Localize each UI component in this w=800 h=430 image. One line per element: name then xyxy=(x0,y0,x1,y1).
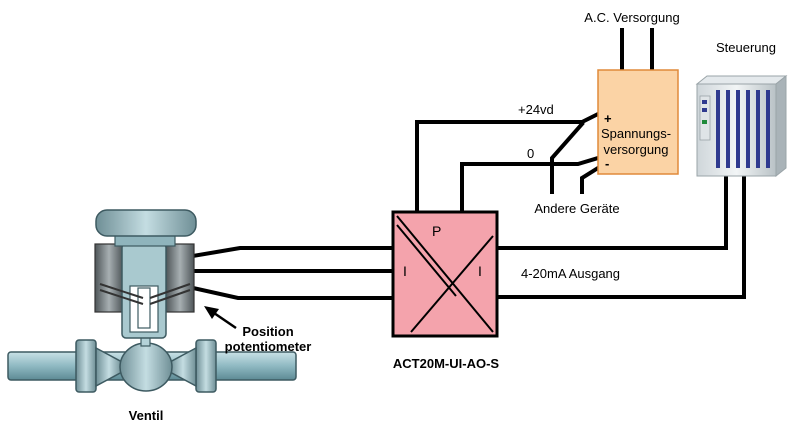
other-device-tap-2 xyxy=(580,165,601,194)
output-wire-top xyxy=(495,173,728,250)
wires xyxy=(190,28,746,300)
isolator: P I I xyxy=(391,210,499,338)
position-label-line2: potentiometer xyxy=(225,339,312,354)
isolator-i-left-label: I xyxy=(403,263,407,279)
plus24-wire xyxy=(415,111,601,212)
ac-supply-label: A.C. Versorgung xyxy=(584,10,679,25)
power-supply-box xyxy=(597,69,679,175)
isolator-i-right-label: I xyxy=(478,263,482,279)
psu-label-line2: versorgung xyxy=(603,142,668,157)
valve-label: Ventil xyxy=(129,408,164,423)
psu-label-line1: Spannungs- xyxy=(601,126,671,141)
controller-modules xyxy=(716,90,770,168)
psu-plus-label: + xyxy=(604,111,612,126)
isolator-p-label: P xyxy=(432,223,441,239)
valve xyxy=(7,209,297,393)
other-devices-label: Andere Geräte xyxy=(534,201,619,216)
plus24-label: +24vd xyxy=(518,102,554,117)
isolator-name-label: ACT20M-UI-AO-S xyxy=(393,356,499,371)
psu-minus-label: - xyxy=(605,156,609,171)
controller-label: Steuerung xyxy=(716,40,776,55)
zero-wire xyxy=(460,155,601,212)
output-label: 4-20mA Ausgang xyxy=(521,266,620,281)
position-label-line1: Position xyxy=(242,324,293,339)
sensor-wire-3 xyxy=(190,285,395,300)
output-wire-bottom xyxy=(495,173,746,299)
zero-label: 0 xyxy=(527,146,534,161)
controller-rack xyxy=(695,74,788,178)
actuator-head xyxy=(95,209,197,237)
other-device-tap-1 xyxy=(550,121,585,194)
valve-body xyxy=(119,342,173,392)
sensor-wire-1 xyxy=(190,246,395,259)
power-supply: + Spannungs- versorgung - xyxy=(597,69,679,175)
